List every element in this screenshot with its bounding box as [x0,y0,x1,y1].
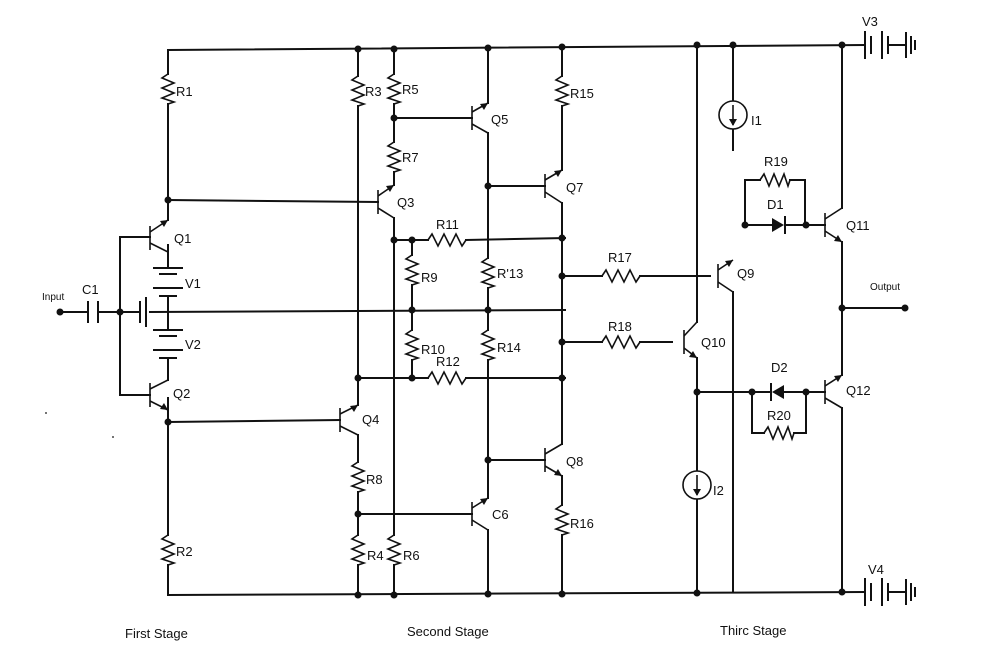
stage-labels: First Stage Second Stage Thirc Stage [125,623,786,641]
capacitor-c1 [87,301,99,323]
resistor-r16 [553,504,571,536]
label-r12: R12 [436,354,460,369]
label-r3: R3 [365,84,382,99]
resistor-r3 [349,75,367,107]
transistor-q6 [471,497,489,531]
battery-v2 [153,329,183,359]
label-q9: Q9 [737,266,754,281]
resistor-r6 [385,534,403,566]
transistor-q7 [544,169,563,204]
transistors [149,102,843,531]
resistor-r11 [427,232,467,248]
current-source-i2 [682,470,712,500]
label-r14: R14 [497,340,521,355]
resistor-r1 [159,73,177,105]
component-labels: Input Output C1 R1 R2 R3 R4 R5 R6 R7 R8 … [42,14,900,577]
label-r18: R18 [608,319,632,334]
label-r10: R10 [421,342,445,357]
diode-d1 [772,216,786,234]
label-q12: Q12 [846,383,871,398]
label-r17: R17 [608,250,632,265]
transistor-q8 [544,443,563,477]
label-i2: I2 [713,483,724,498]
transistor-q10 [683,321,698,359]
battery-v1 [153,267,183,297]
label-r8: R8 [366,472,383,487]
label-c1: C1 [82,282,99,297]
resistor-r9 [403,254,421,286]
resistor-r5 [385,73,403,105]
resistor-r12 [427,370,467,386]
label-q4: Q4 [362,412,379,427]
label-q6: C6 [492,507,509,522]
label-third-stage: Thirc Stage [720,623,786,638]
label-input: Input [42,292,64,303]
label-d1: D1 [767,197,784,212]
label-q11: Q11 [846,218,870,233]
resistor-r2 [159,534,177,566]
resistor-r7 [385,141,403,173]
label-r6: R6 [403,548,420,563]
label-q1: Q1 [174,231,191,246]
resistor-r15 [553,75,571,107]
label-r1: R1 [176,84,193,99]
resistor-r10 [403,329,421,361]
transistor-q11 [824,207,843,243]
resistor-r14 [479,329,497,361]
transistor-q3 [377,184,395,219]
label-first-stage: First Stage [125,626,188,641]
diode-d2 [770,383,784,401]
label-r2: R2 [176,544,193,559]
current-source-i1 [718,100,748,130]
label-q7: Q7 [566,180,583,195]
label-r4: R4 [367,548,384,563]
transistor-q4 [339,404,359,436]
label-r7: R7 [402,150,419,165]
label-second-stage: Second Stage [407,624,489,639]
battery-v4 [864,578,916,606]
label-d2: D2 [771,360,788,375]
resistors [159,73,795,566]
transistor-q1 [149,219,169,253]
label-r20: R20 [767,408,791,423]
label-r13: R'13 [497,266,523,281]
label-r15: R15 [570,86,594,101]
label-v3: V3 [862,14,878,29]
transistor-q2 [149,379,169,411]
label-r19: R19 [764,154,788,169]
label-r9: R9 [421,270,438,285]
label-v2: V2 [185,337,201,352]
label-v1: V1 [185,276,201,291]
battery-v3 [864,31,916,59]
label-v4: V4 [868,562,884,577]
label-q3: Q3 [397,195,414,210]
resistor-r19 [759,171,791,189]
label-output: Output [870,282,900,293]
label-q8: Q8 [566,454,583,469]
label-r11: R11 [436,217,459,232]
label-i1: I1 [751,113,762,128]
resistor-r8 [349,461,367,493]
label-q2: Q2 [173,386,190,401]
resistor-r17 [601,268,641,284]
resistor-r13 [479,257,497,289]
transistor-q12 [824,374,843,409]
transistor-q5 [471,102,489,134]
wires [59,43,906,597]
resistor-r4 [349,534,367,566]
label-q5: Q5 [491,112,508,127]
resistor-r18 [601,334,641,350]
ground-symbol-mid [139,297,147,327]
junction-dots [56,41,909,599]
transistor-q9 [717,259,734,293]
label-q10: Q10 [701,335,726,350]
resistor-r20 [763,424,795,442]
label-r5: R5 [402,82,419,97]
label-r16: R16 [570,516,594,531]
